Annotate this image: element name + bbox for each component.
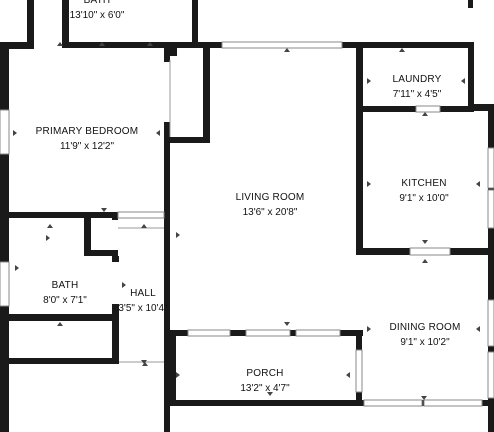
wall	[84, 250, 118, 256]
window	[423, 399, 483, 407]
room-name: BATH	[83, 0, 111, 6]
door-opening	[187, 329, 231, 337]
thin-lines	[118, 60, 171, 363]
room-dimensions: 8'0" x 7'1"	[43, 295, 87, 306]
wall	[356, 46, 363, 252]
openings	[0, 41, 494, 407]
wall	[170, 400, 356, 406]
room-dimensions: 7'11" x 4'5"	[392, 89, 442, 100]
room-name: LAUNDRY	[392, 74, 442, 85]
wall	[112, 214, 118, 220]
wall	[488, 104, 494, 432]
window	[0, 109, 10, 155]
room-dimensions: 13'6" x 20'8"	[242, 207, 298, 218]
window	[487, 299, 494, 347]
wall	[164, 216, 170, 432]
room-label-living-room: LIVING ROOM 13'6" x 20'8"	[236, 190, 305, 220]
room-label-dining-room: DINING ROOM 9'1" x 10'2"	[389, 320, 460, 350]
wall	[164, 46, 170, 216]
dimension-ticks	[13, 42, 480, 400]
wall	[230, 330, 356, 336]
door-opening	[164, 62, 170, 122]
wall	[0, 42, 34, 49]
door-opening	[117, 211, 165, 219]
room-name: PORCH	[246, 368, 284, 379]
room-name: HALL	[130, 288, 156, 299]
window	[363, 399, 423, 407]
wall	[192, 0, 198, 46]
wall	[112, 256, 119, 364]
room-label-porch: PORCH 13'2" x 4'7"	[240, 366, 289, 396]
room-dimensions: 3'5" x 10'4"	[118, 303, 168, 314]
window	[295, 329, 341, 337]
wall	[356, 392, 362, 406]
room-name: DINING ROOM	[389, 322, 461, 333]
wall	[0, 358, 118, 364]
room-name: BATH	[51, 280, 79, 291]
door-opening	[415, 105, 441, 113]
wall	[62, 0, 69, 46]
wall	[472, 104, 494, 111]
wall	[27, 0, 34, 46]
window	[487, 351, 494, 399]
wall	[164, 330, 188, 336]
door-opening	[409, 247, 451, 256]
room-dimensions: 9'1" x 10'0"	[399, 193, 449, 204]
door-opening	[356, 262, 363, 322]
room-label-laundry: LAUNDRY 7'11" x 4'5"	[392, 72, 441, 102]
room-label-kitchen: KITCHEN 9'1" x 10'0"	[399, 176, 448, 206]
window	[487, 147, 494, 189]
wall	[170, 336, 176, 406]
wall	[0, 42, 9, 432]
room-label-bath: BATH 8'0" x 7'1"	[43, 278, 87, 308]
room-dimensions: 13'10" x 6'0"	[69, 10, 125, 21]
room-label-primary-bedroom: PRIMARY BEDROOM 11'9" x 12'2"	[36, 124, 139, 154]
wall	[203, 46, 210, 142]
wall	[356, 330, 363, 336]
wall	[84, 214, 91, 256]
room-name: LIVING ROOM	[235, 192, 305, 203]
room-label-hall: HALL 3'5" x 10'4"	[118, 286, 167, 316]
wall	[356, 336, 362, 358]
wall	[170, 46, 177, 56]
room-dimensions: 9'1" x 10'2"	[400, 337, 450, 348]
room-name: KITCHEN	[401, 178, 447, 189]
window	[245, 329, 291, 337]
window	[487, 189, 494, 229]
door-opening	[112, 262, 119, 304]
window	[221, 41, 343, 49]
wall	[170, 137, 210, 143]
wall	[0, 314, 118, 321]
wall	[356, 106, 416, 112]
room-dimensions: 11'9" x 12'2"	[59, 141, 115, 152]
wall	[440, 106, 474, 112]
window	[355, 349, 363, 393]
wall	[468, 0, 473, 8]
room-label-bath-top: BATH 13'10" x 6'0"	[70, 0, 125, 23]
room-dimensions: 13'2" x 4'7"	[240, 383, 290, 394]
wall	[468, 42, 474, 108]
room-name: PRIMARY BEDROOM	[35, 126, 139, 137]
window	[0, 261, 10, 307]
